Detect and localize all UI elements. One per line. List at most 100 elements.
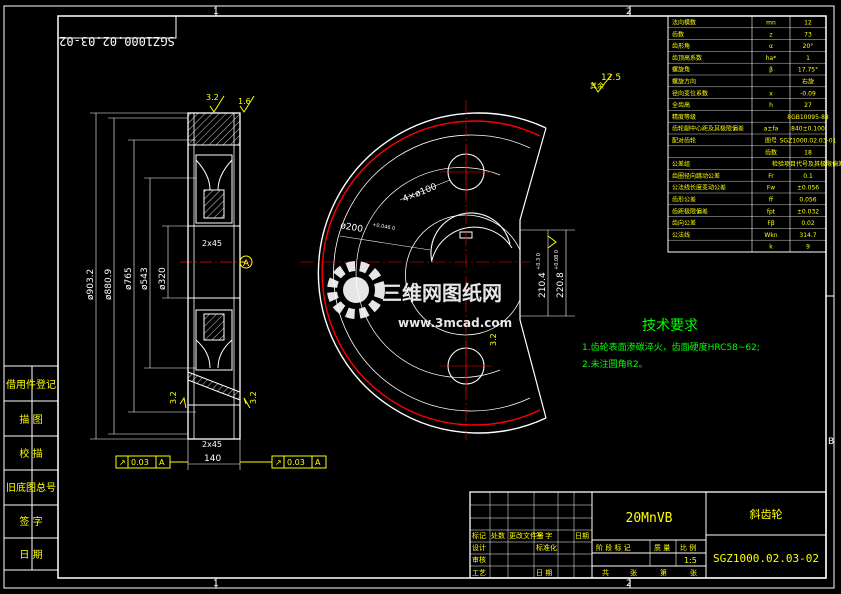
runout-frame-left: ↗ 0.03 A — [115, 455, 188, 469]
bore-tol: +0.046 0 — [372, 222, 396, 232]
notes-item-2: 2.未注圆角R2。 — [582, 358, 648, 370]
param-cell: 齿圈径向跳动公差 — [672, 172, 720, 180]
param-cell: Fβ — [767, 220, 774, 227]
param-cell: 73 — [804, 31, 812, 38]
dim-width: 140 — [204, 454, 221, 464]
notes-item-1: 1.齿轮表面渗碳淬火，齿面硬度HRC58~62; — [582, 341, 760, 353]
param-cell: 0.02 — [801, 220, 815, 227]
param-cell: 右旋 — [802, 77, 814, 85]
param-cell: x — [769, 90, 773, 97]
runout-left-value: 0.03 — [131, 458, 149, 467]
param-cell: ±0.056 — [797, 185, 819, 192]
code-box — [57, 15, 177, 39]
tb-date2: 日 期 — [536, 569, 552, 577]
dim-d880: ø880.9 — [104, 268, 114, 300]
code-mirrored: SGZ1000.02.03-02 — [59, 34, 175, 48]
param-cell: k — [769, 244, 773, 251]
param-cell: α — [769, 43, 773, 50]
tb-part-name: 斜齿轮 — [750, 507, 783, 521]
runout-right-value: 0.03 — [287, 458, 305, 467]
outer-frame — [3, 5, 835, 589]
watermark-url: www.3mcad.com — [398, 316, 512, 330]
param-cell: 齿轮副中心距及其极限偏差 — [672, 125, 744, 133]
param-cell: 8GB10095-88 — [787, 114, 829, 121]
param-cell: β — [769, 67, 773, 74]
param-cell: Wkn — [764, 232, 777, 239]
tb-count: 处数 — [491, 531, 505, 540]
strip-label-2: 描 图 — [19, 413, 42, 426]
param-cell: -0.09 — [800, 90, 816, 97]
param-cell: 全齿高 — [672, 101, 690, 109]
tb-design: 设计 — [472, 543, 486, 552]
chamfer-bottom: 2x45 — [202, 440, 222, 449]
param-cell: mn — [766, 19, 776, 26]
param-cell: 齿顶高系数 — [672, 54, 702, 62]
param-cell: 径向变位系数 — [672, 89, 708, 97]
runout-frame-right: ↗ 0.03 A — [240, 455, 327, 469]
tb-no: 第 — [660, 568, 667, 577]
param-cell: ff — [769, 196, 774, 203]
left-strip: 借用件登记 描 图 校 描 旧底图总号 签 字 日 期 — [3, 365, 59, 571]
rough-top-2: 1.6 — [238, 97, 251, 106]
strip-label-3: 校 描 — [19, 447, 42, 460]
param-cell: 9 — [806, 244, 810, 251]
param-cell: 0.1 — [803, 173, 813, 180]
tb-review: 审核 — [472, 555, 486, 564]
tb-scale: 1:5 — [684, 556, 697, 565]
key-width: 220.8 — [556, 272, 566, 298]
rough-top-1: 3.2 — [206, 93, 219, 102]
tb-drawing-no: SGZ1000.02.03-02 — [713, 552, 819, 565]
tb-total: 共 — [602, 568, 609, 577]
param-cell: 齿数 — [765, 148, 777, 156]
param-cell: 图号 — [765, 137, 777, 144]
zone-label-1: 1 — [213, 7, 219, 17]
key-width-tol: +0.08 0 — [554, 250, 560, 270]
param-cell: 314.7 — [799, 232, 816, 239]
strip-label-5: 签 字 — [19, 515, 42, 528]
param-cell: ha* — [766, 55, 776, 62]
svg-text:↗: ↗ — [119, 458, 126, 467]
dim-d903: ø903.2 — [86, 269, 96, 300]
datum-a-label: A — [243, 259, 250, 269]
runout-right-datum: A — [315, 458, 321, 467]
section-view: 2x45 2x45 3.2 1.6 3.2 3.2 A — [86, 93, 327, 470]
rough-rest: 其余 — [590, 81, 604, 90]
roughness-symbol — [179, 95, 255, 409]
param-cell: 12 — [804, 19, 812, 26]
param-cell: Fw — [767, 185, 775, 192]
tb-doc: 更改文件号 — [509, 531, 544, 540]
zone-label-2: 2 — [626, 7, 632, 17]
param-cell: 1 — [806, 55, 810, 62]
param-cell: 齿数 — [672, 30, 684, 38]
param-cell: 检验项目代号及其极限偏差 — [772, 160, 841, 168]
key-depth: 210.4 — [538, 272, 548, 298]
notes-title: 技术要求 — [642, 318, 698, 334]
param-cell: fpt — [767, 208, 776, 215]
tb-stage: 阶 段 标 记 — [596, 543, 631, 552]
zone-label-b: B — [828, 437, 834, 447]
rough-bottom-2: 3.2 — [249, 391, 258, 404]
tb-sheet1: 张 — [630, 568, 637, 577]
param-cell: 齿形公差 — [672, 195, 696, 203]
title-block: 标记 处数 更改文件号 签 字 日期 设计 标准化 审核 工艺 日 期 20Mn… — [469, 491, 827, 579]
dim-d320: ø320 — [158, 267, 168, 290]
param-cell: 法向模数 — [672, 18, 696, 26]
param-cell: 齿形角 — [672, 42, 690, 50]
zone-label-2-bottom: 2 — [626, 579, 632, 589]
param-cell: 配对齿轮 — [672, 136, 696, 144]
param-cell: 齿距极限偏差 — [672, 207, 708, 215]
param-cell: Fr — [768, 173, 774, 180]
param-cell: 公法线长度变动公差 — [672, 184, 726, 192]
param-cell: ±0.032 — [797, 208, 819, 215]
chamfer-top: 2x45 — [202, 239, 222, 248]
param-cell: 公法线 — [672, 231, 690, 239]
param-cell: 螺旋方向 — [672, 77, 696, 85]
param-cell: 840±0.100 — [791, 126, 825, 133]
param-cell: SGZ1000.02.03-01 — [780, 137, 837, 144]
watermark: 三维网图纸网 www.3mcad.com — [327, 261, 512, 330]
holes-label: 4×ø100 — [401, 182, 438, 205]
param-cell: z — [769, 31, 772, 38]
watermark-brand: 三维网图纸网 — [382, 281, 502, 305]
tb-sheet2: 张 — [690, 568, 697, 577]
param-cell: 公差组 — [672, 160, 690, 168]
